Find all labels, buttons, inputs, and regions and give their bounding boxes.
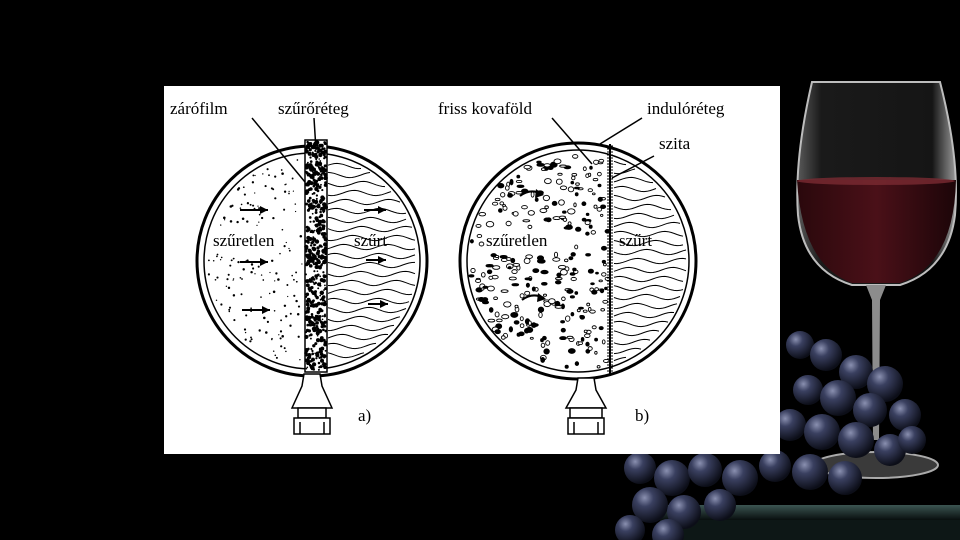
filtered-liquid-waves-a [327, 162, 416, 359]
caption-b: b) [635, 406, 650, 425]
label-closing-film: zárófilm [170, 99, 228, 118]
label-filtered-b: szűrt [619, 231, 653, 250]
flow-arrows-a [240, 206, 388, 314]
filtered-liquid-waves-b [613, 160, 687, 362]
label-filter-layer: szűrőréteg [278, 99, 349, 118]
unfiltered-particles-a [207, 159, 303, 361]
outlet-pipe-a [290, 373, 334, 435]
outlet-pipe-b [564, 377, 608, 435]
filter-diagram-panel: zárófilm szűrőréteg szűretlen szűrt a) f… [164, 86, 780, 454]
diatomite-particles-b [468, 144, 613, 376]
diagram-a [195, 117, 429, 435]
flow-arrows-b [519, 189, 546, 302]
label-unfiltered-a: szűretlen [213, 231, 275, 250]
filter-layer-a [304, 139, 329, 373]
caption-a: a) [358, 406, 372, 425]
diagram-b [458, 117, 698, 435]
label-fresh-diatomite: friss kovaföld [438, 99, 532, 118]
label-filtered-a: szűrt [354, 231, 388, 250]
filter-diagrams [195, 117, 698, 435]
label-sieve: szita [659, 134, 691, 153]
label-unfiltered-b: szűretlen [486, 231, 548, 250]
label-starting-layer: indulóréteg [647, 99, 725, 118]
